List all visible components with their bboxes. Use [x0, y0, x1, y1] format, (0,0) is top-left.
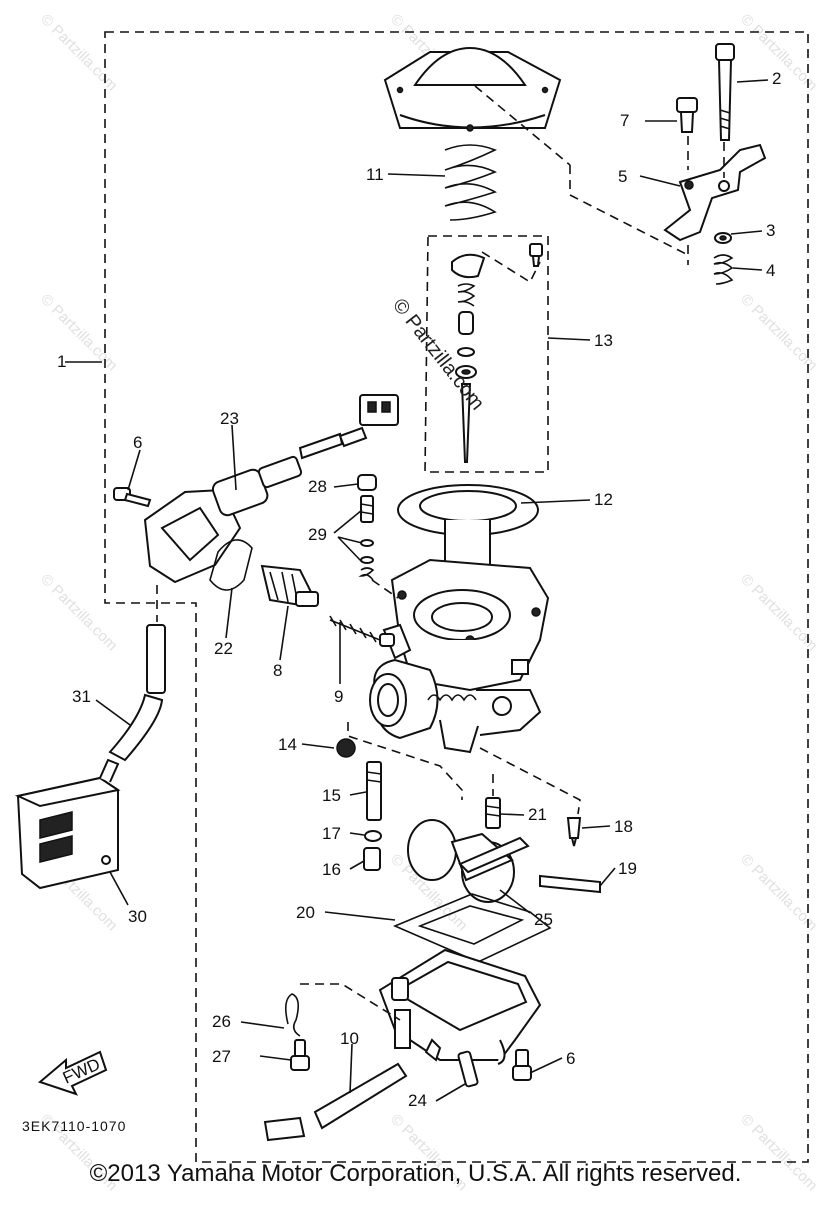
jet-guide-line [347, 722, 463, 800]
bracket-screw [676, 97, 698, 133]
needle-jet [366, 761, 382, 821]
callout-17: 17 [322, 824, 341, 843]
needle-valve [566, 817, 582, 847]
forward-direction-arrow: FWD [37, 1050, 108, 1096]
callout-8: 8 [273, 661, 282, 680]
watermark: © Partzilla.com [37, 11, 120, 94]
jet-holder-cap [336, 738, 356, 758]
callout-13: 13 [594, 331, 613, 350]
breather-hose [108, 693, 164, 762]
main-jet [363, 847, 381, 871]
float [407, 819, 530, 903]
float-bowl [378, 948, 542, 1065]
callout-9: 9 [334, 687, 343, 706]
callout-14: 14 [278, 735, 297, 754]
needle-set [451, 243, 543, 463]
callout-23: 23 [220, 409, 239, 428]
callout-3: 3 [766, 221, 775, 240]
air-filter [14, 758, 121, 890]
callout-5: 5 [618, 167, 627, 186]
callout-11: 11 [366, 165, 384, 184]
carburetor-top-cover [383, 46, 562, 132]
needle-set-boundary [424, 235, 549, 473]
assembly-boundary [104, 31, 809, 1163]
clamp-screw [290, 1039, 310, 1071]
drain-screw [457, 1050, 479, 1088]
carburetor-body [369, 484, 550, 754]
callout-2: 2 [772, 69, 781, 88]
diagram-code: 3EK7110-1070 [22, 1118, 126, 1134]
callout-22: 22 [214, 639, 233, 658]
pilot-jet [485, 797, 501, 829]
callout-29: 29 [308, 525, 327, 544]
callout-28: 28 [308, 477, 327, 496]
throttle-stop-screw [715, 43, 735, 141]
callout-7: 7 [620, 111, 629, 130]
hose-clip [284, 993, 301, 1037]
bowl-screw [512, 1049, 532, 1081]
callout-30: 30 [128, 907, 147, 926]
callout-15: 15 [322, 786, 341, 805]
callout-20: 20 [296, 903, 315, 922]
callout-21: 21 [528, 805, 547, 824]
callout-4: 4 [766, 261, 775, 280]
callout-19: 19 [618, 859, 637, 878]
watermark: © Partzilla.com [37, 571, 120, 654]
callout-31: 31 [72, 687, 91, 706]
callout-16: 16 [322, 860, 341, 879]
watermark: © Partzilla.com [737, 291, 820, 374]
throttle-screw [329, 615, 395, 647]
sensor-gasket [209, 539, 253, 591]
callout-18: 18 [614, 817, 633, 836]
cap [357, 474, 377, 491]
joint-hose [146, 624, 166, 694]
leader-lines [65, 79, 769, 1102]
callout-10: 10 [340, 1029, 359, 1048]
callout-25: 25 [534, 910, 553, 929]
callout-labels: 1 2 3 4 5 6 6 7 8 9 10 11 12 13 14 15 16… [57, 69, 781, 1110]
copyright-notice: ©2013 Yamaha Motor Corporation, U.S.A. A… [89, 1160, 742, 1187]
callout-26: 26 [212, 1012, 231, 1031]
starter-plunger [260, 564, 319, 608]
callout-12: 12 [594, 490, 613, 509]
callout-6: 6 [133, 433, 142, 452]
bracket [663, 143, 767, 242]
o-ring [364, 830, 382, 842]
stop-spring [713, 254, 734, 285]
washer [714, 232, 732, 244]
drain-hose [263, 1062, 408, 1142]
callout-27: 27 [212, 1047, 231, 1066]
float-chamber-gasket [392, 893, 552, 963]
callout-24: 24 [408, 1091, 427, 1110]
sensor-screw [113, 487, 152, 508]
slide-spring [444, 144, 497, 221]
float-pin [539, 874, 601, 894]
pilot-screw-set [358, 495, 375, 581]
callout-6: 6 [566, 1049, 575, 1068]
callout-1: 1 [57, 352, 66, 371]
